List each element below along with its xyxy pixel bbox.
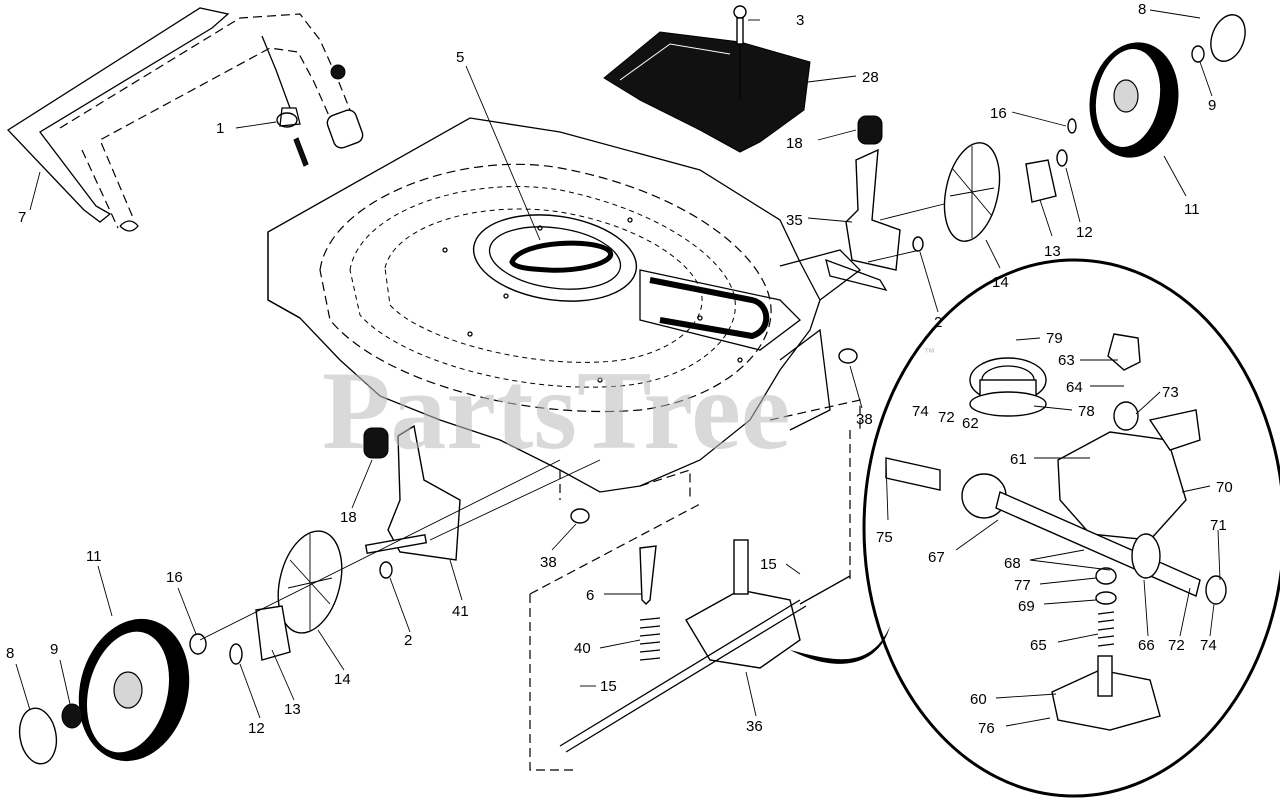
watermark-trademark: ™ — [924, 347, 935, 359]
callout-65: 65 — [1030, 637, 1047, 654]
callout-78: 78 — [1078, 403, 1095, 420]
callout-63: 63 — [1058, 352, 1075, 369]
callout-8b: 8 — [6, 645, 14, 662]
callout-60: 60 — [970, 691, 987, 708]
callout-6: 6 — [586, 587, 594, 604]
callout-36: 36 — [746, 718, 763, 735]
leader-lines — [15, 9, 1221, 727]
callout-40: 40 — [574, 640, 591, 657]
wheel-right-group — [943, 14, 1246, 242]
callout-13: 13 — [1044, 243, 1061, 260]
callout-18: 18 — [786, 135, 803, 152]
mower-deck — [267, 117, 861, 500]
height-adjuster-left — [363, 424, 601, 579]
callout-70: 70 — [1216, 479, 1233, 496]
callout-11b: 11 — [86, 548, 102, 565]
callout-labels: 1 7 5 3 28 18 8 9 16 11 13 12 35 14 2 38… — [6, 1, 1233, 737]
callout-2: 2 — [934, 314, 942, 331]
callout-38b: 38 — [540, 554, 557, 571]
callout-16: 16 — [990, 105, 1007, 122]
callout-2b: 2 — [404, 632, 412, 649]
callout-15: 15 — [760, 556, 777, 573]
callout-11: 11 — [1184, 201, 1200, 218]
transmission-group — [529, 348, 890, 771]
callout-35: 35 — [786, 212, 803, 229]
callout-18b: 18 — [340, 509, 357, 526]
callout-75: 75 — [876, 529, 893, 546]
callout-28: 28 — [862, 69, 879, 86]
callout-13b: 13 — [284, 701, 301, 718]
callout-71: 71 — [1210, 517, 1227, 534]
callout-72b: 72 — [1168, 637, 1185, 654]
callout-72: 72 — [938, 409, 955, 426]
handle-assembly — [6, 7, 364, 232]
callout-14: 14 — [992, 274, 1009, 291]
callout-62: 62 — [962, 415, 979, 432]
watermark: PartsTree ™ — [322, 347, 935, 473]
callout-8: 8 — [1138, 1, 1146, 18]
callout-9: 9 — [1208, 97, 1216, 114]
wheel-left-group — [18, 459, 561, 765]
callout-74: 74 — [912, 403, 929, 420]
callout-15b: 15 — [600, 678, 617, 695]
callout-76: 76 — [978, 720, 995, 737]
transmission-detail-view — [862, 258, 1280, 798]
callout-9b: 9 — [50, 641, 58, 658]
height-adjuster-right — [825, 115, 961, 292]
callout-38: 38 — [856, 411, 873, 428]
callout-68: 68 — [1004, 555, 1021, 572]
callout-12b: 12 — [248, 720, 265, 737]
callout-77: 77 — [1014, 577, 1031, 594]
callout-67: 67 — [928, 549, 945, 566]
callout-1: 1 — [216, 120, 224, 137]
callout-7: 7 — [18, 209, 26, 226]
callout-12: 12 — [1076, 224, 1093, 241]
callout-16b: 16 — [166, 569, 183, 586]
watermark-text: PartsTree — [322, 349, 791, 473]
callout-14b: 14 — [334, 671, 351, 688]
callout-69: 69 — [1018, 598, 1035, 615]
callout-61: 61 — [1010, 451, 1027, 468]
callout-64: 64 — [1066, 379, 1083, 396]
callout-66: 66 — [1138, 637, 1155, 654]
callout-79: 79 — [1046, 330, 1063, 347]
callout-3: 3 — [796, 12, 804, 29]
callout-41: 41 — [452, 603, 469, 620]
callout-5: 5 — [456, 49, 464, 66]
callout-74b: 74 — [1200, 637, 1217, 654]
callout-73: 73 — [1162, 384, 1179, 401]
belt-cover — [603, 5, 811, 153]
